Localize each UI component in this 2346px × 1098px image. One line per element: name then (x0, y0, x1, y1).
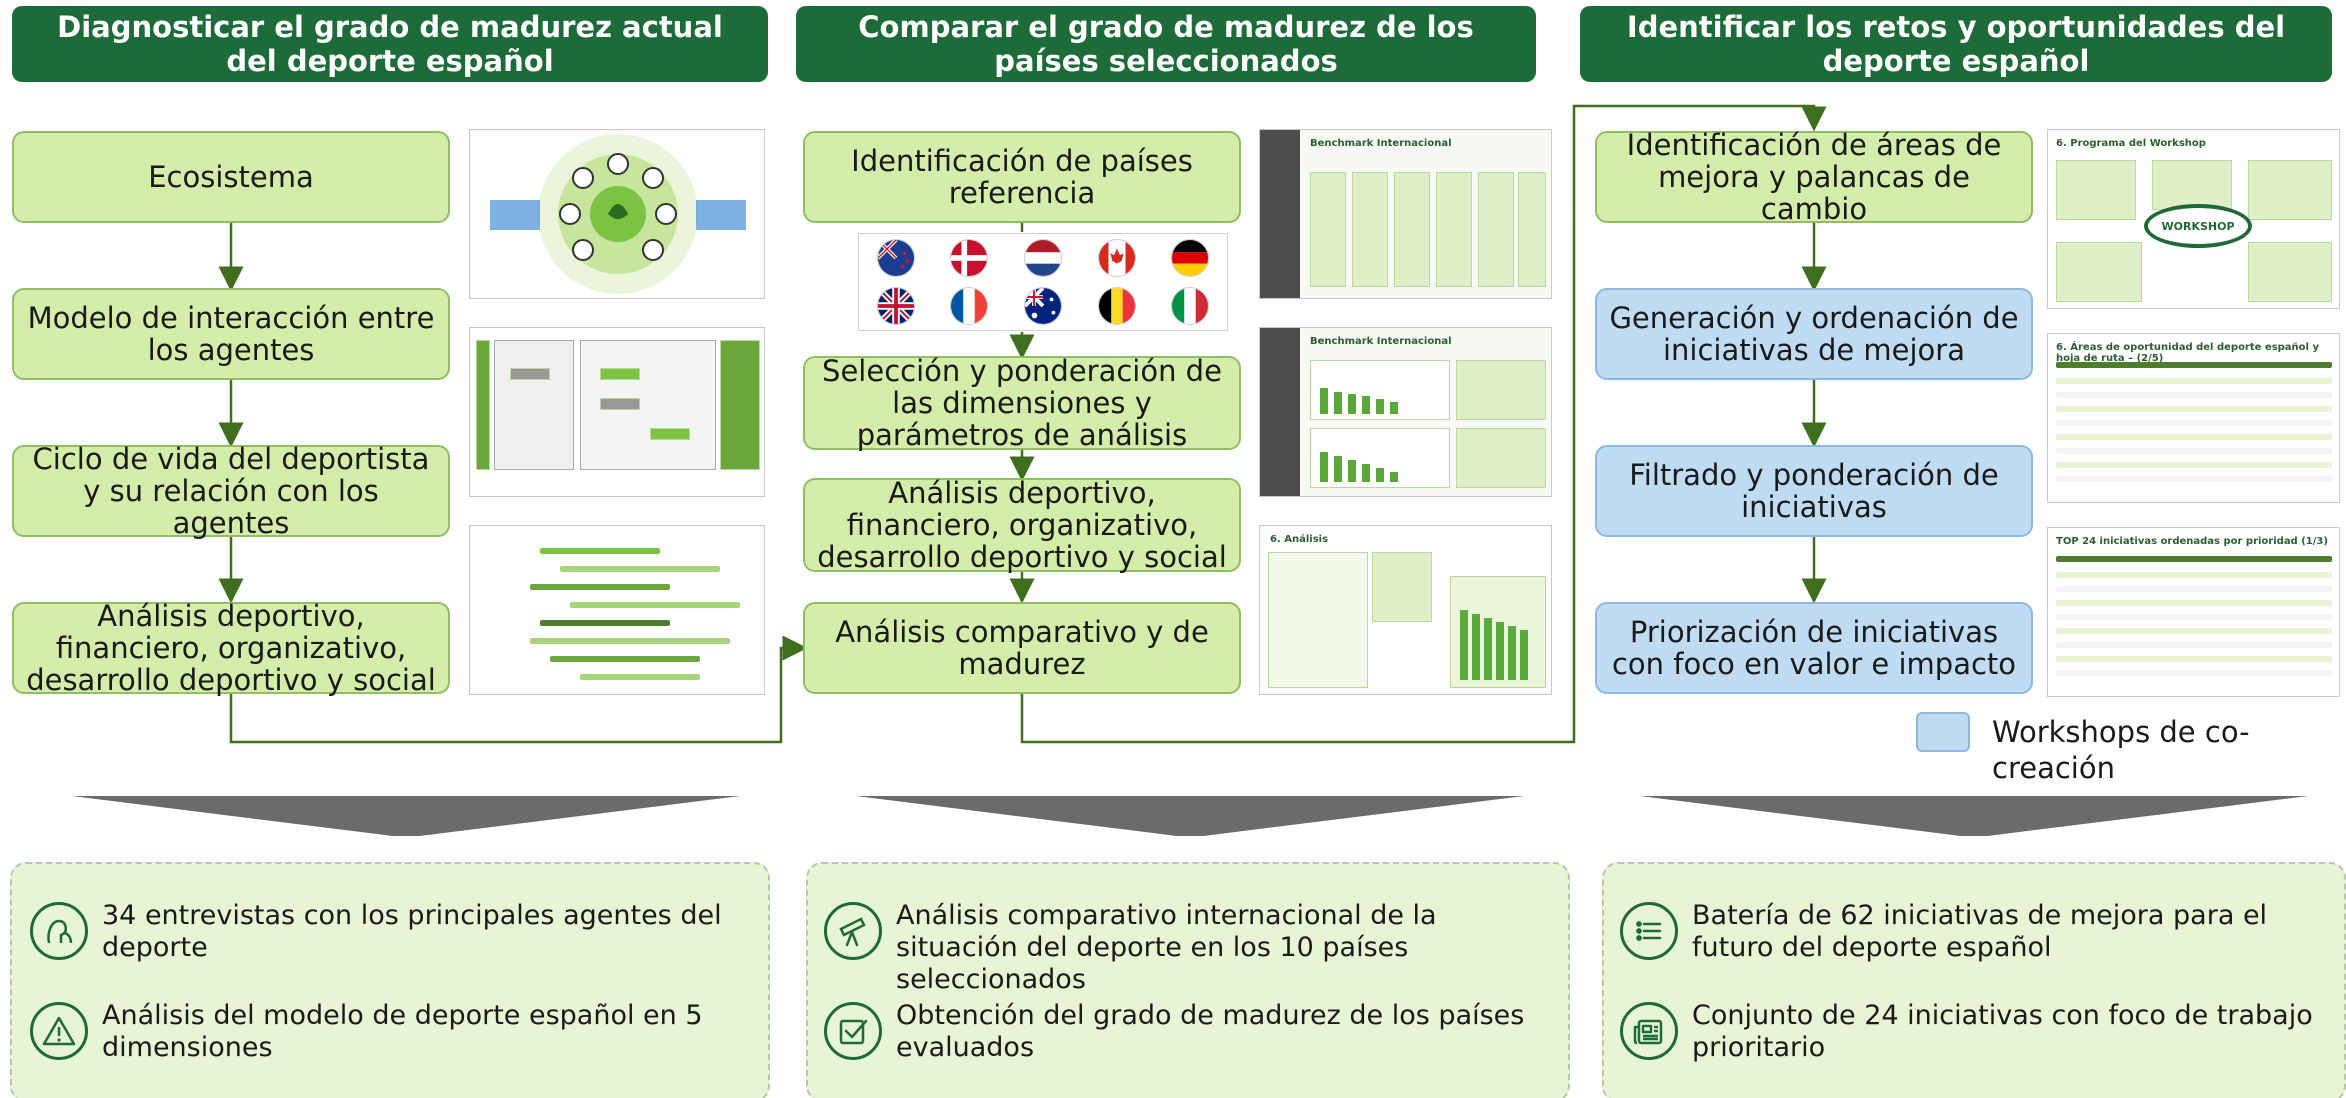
result-modelo-deporte: Análisis del modelo de deporte español e… (30, 1000, 750, 1064)
thumbnail-benchmark-2: Benchmark Internacional (1259, 327, 1552, 497)
result-entrevistas-text: 34 entrevistas con los principales agent… (102, 900, 722, 963)
result-conjunto-iniciativas-text: Conjunto de 24 iniciativas con foco de t… (1692, 1000, 2313, 1063)
thumbnail-athlete-lifecycle (469, 525, 765, 695)
step-identificacion-paises: Identificación de países referencia (803, 131, 1241, 223)
results-panel-comparativo (806, 862, 1570, 1098)
canada-flag-icon (1097, 239, 1136, 277)
legend-label: Workshops de co-creación (1992, 715, 2250, 785)
step-analisis-deportivo-1: Análisis deportivo, financiero, organiza… (12, 600, 450, 696)
step-ciclo-vida: Ciclo de vida del deportista y su relaci… (12, 443, 450, 539)
workshop-ellipse: WORKSHOP (2144, 204, 2252, 248)
telescope-icon (824, 902, 882, 960)
new-zealand-flag-icon (876, 239, 915, 277)
italy-flag-icon (1171, 287, 1210, 325)
step-seleccion-ponderacion: Selección y ponderación de las dimension… (803, 355, 1241, 451)
france-flag-icon (950, 287, 989, 325)
belgium-flag-icon (1097, 287, 1136, 325)
newspaper-icon (1620, 1002, 1678, 1060)
thumbnail-interaction-model (469, 327, 765, 497)
result-conjunto-iniciativas: Conjunto de 24 iniciativas con foco de t… (1620, 1000, 2340, 1064)
step-generacion-iniciativas: Generación y ordenación de iniciativas d… (1595, 288, 2033, 380)
reference-country-flags (858, 233, 1228, 331)
germany-flag-icon (1171, 239, 1210, 277)
step-ecosistema: Ecosistema (12, 131, 450, 223)
step-areas-mejora: Identificación de áreas de mejora y pala… (1595, 129, 2033, 225)
results-panel-retos (1602, 862, 2346, 1098)
thumbnail-workshop-title: 6. Programa del Workshop (2056, 138, 2206, 149)
thumbnail-benchmark-1-title: Benchmark Internacional (1310, 138, 1452, 149)
interview-heads-icon (30, 902, 88, 960)
australia-flag-icon (1023, 287, 1062, 325)
checkbox-icon (824, 1002, 882, 1060)
results-panel-diagnostico (10, 862, 770, 1098)
result-modelo-deporte-text: Análisis del modelo de deporte español e… (102, 1000, 703, 1063)
thumbnail-benchmark-2-title: Benchmark Internacional (1310, 336, 1452, 347)
header-comparar: Comparar el grado de madurez de los país… (796, 6, 1536, 82)
result-bateria-iniciativas-text: Batería de 62 iniciativas de mejora para… (1692, 900, 2268, 963)
step-analisis-deportivo-2: Análisis deportivo, financiero, organiza… (803, 477, 1241, 573)
thumbnail-workshop-program: 6. Programa del Workshop WORKSHOP (2047, 129, 2340, 309)
netherlands-flag-icon (1023, 239, 1062, 277)
list-icon (1620, 902, 1678, 960)
result-bateria-iniciativas: Batería de 62 iniciativas de mejora para… (1620, 900, 2340, 964)
header-diagnosticar: Diagnosticar el grado de madurez actual … (12, 6, 768, 82)
step-analisis-comparativo: Análisis comparativo y de madurez (803, 602, 1241, 694)
step-modelo-interaccion: Modelo de interacción entre los agentes (12, 288, 450, 380)
thumbnail-areas-title: 6. Áreas de oportunidad del deporte espa… (2056, 342, 2319, 364)
thumbnail-ecosystem-diagram (469, 129, 765, 299)
header-identificar: Identificar los retos y oportunidades de… (1580, 6, 2332, 82)
thumbnail-top24-title: TOP 24 iniciativas ordenadas por priorid… (2056, 536, 2328, 547)
result-analisis-internacional: Análisis comparativo internacional de la… (824, 900, 1564, 996)
thumbnail-benchmark-1: Benchmark Internacional (1259, 129, 1552, 299)
result-entrevistas: 34 entrevistas con los principales agent… (30, 900, 750, 964)
step-priorizacion-iniciativas: Priorización de iniciativas con foco en … (1595, 602, 2033, 694)
thumbnail-areas-oportunidad: 6. Áreas de oportunidad del deporte espa… (2047, 333, 2340, 503)
legend-swatch (1916, 712, 1970, 752)
warning-triangle-icon (30, 1002, 88, 1060)
result-grado-madurez-text: Obtención del grado de madurez de los pa… (896, 1000, 1525, 1063)
result-grado-madurez: Obtención del grado de madurez de los pa… (824, 1000, 1564, 1064)
united-kingdom-flag-icon (876, 287, 915, 325)
thumbnail-analisis-title: 6. Análisis (1270, 534, 1329, 545)
thumbnail-top24: TOP 24 iniciativas ordenadas por priorid… (2047, 527, 2340, 697)
ecosystem-wheel-graphic (490, 134, 746, 294)
result-analisis-internacional-text: Análisis comparativo internacional de la… (896, 900, 1437, 995)
thumbnail-analisis: 6. Análisis (1259, 525, 1552, 695)
step-filtrado-iniciativas: Filtrado y ponderación de iniciativas (1595, 445, 2033, 537)
denmark-flag-icon (950, 239, 989, 277)
